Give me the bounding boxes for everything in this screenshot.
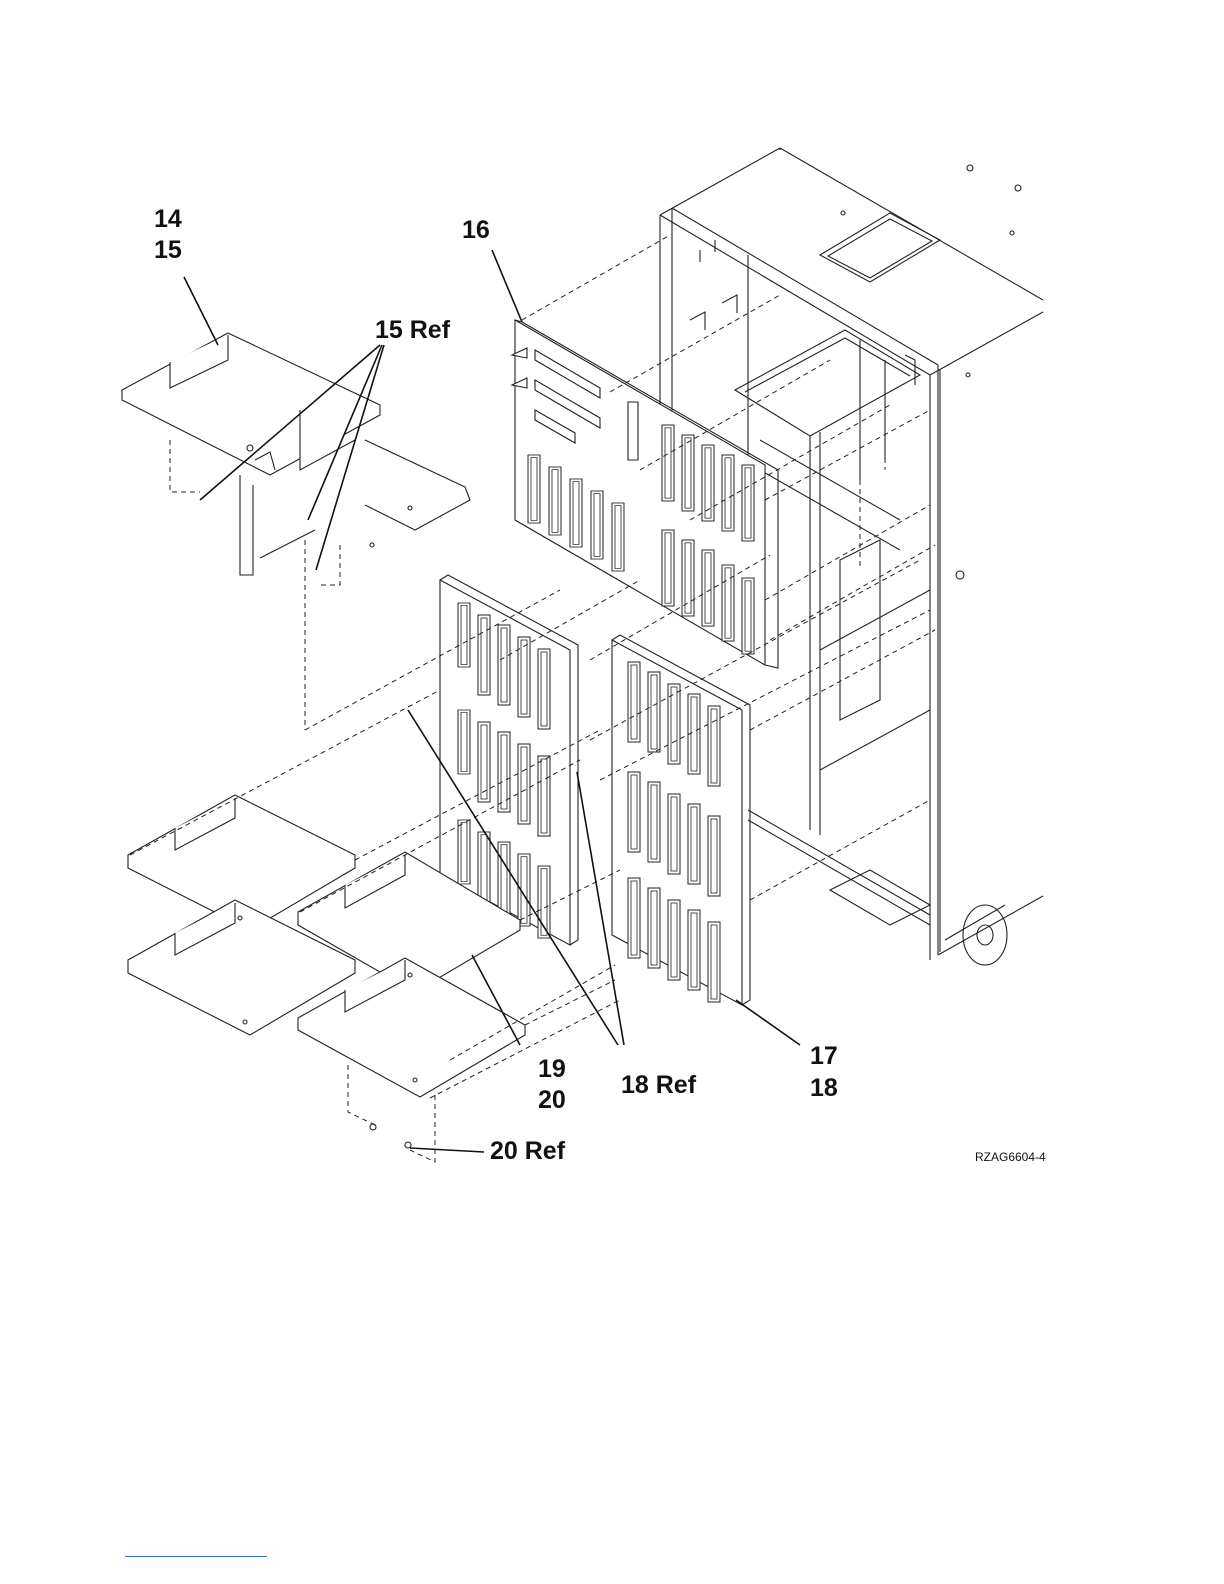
bracket-14-15 <box>122 333 470 575</box>
callout-20-ref: 20 Ref <box>490 1136 565 1167</box>
callout-16: 16 <box>462 215 490 246</box>
callout-15: 15 <box>154 235 182 266</box>
callout-14: 14 <box>154 204 182 235</box>
callout-17: 17 <box>810 1041 838 1072</box>
footer-rule <box>125 1556 267 1557</box>
callout-18: 18 <box>810 1073 838 1104</box>
callout-15-ref: 15 Ref <box>375 315 450 346</box>
callout-18-ref: 18 Ref <box>621 1070 696 1101</box>
figure-id-label: RZAG6604-4 <box>975 1150 1046 1164</box>
callout-19: 19 <box>538 1054 566 1085</box>
callout-20: 20 <box>538 1085 566 1116</box>
